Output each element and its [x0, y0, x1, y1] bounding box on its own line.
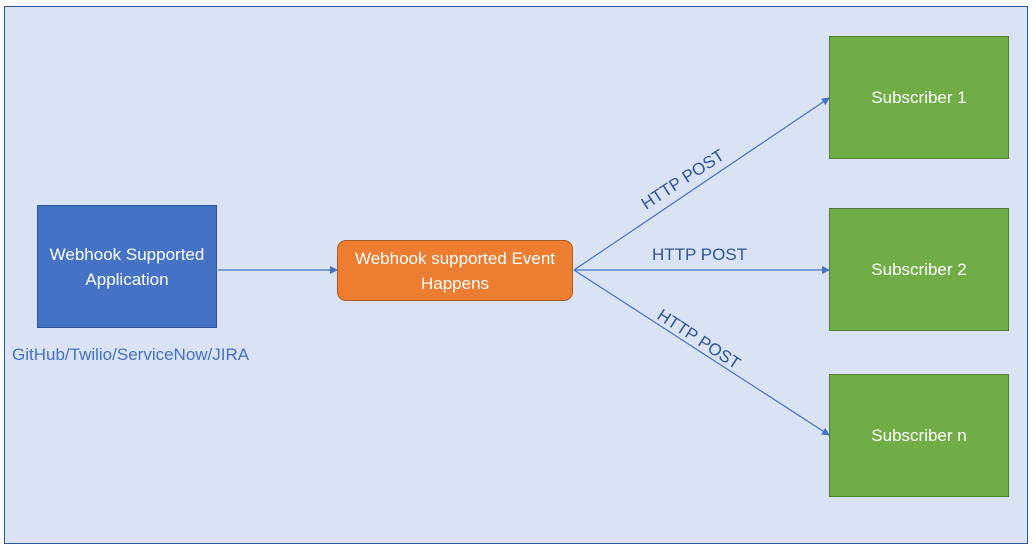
event-label: Webhook supported Event Happens — [354, 248, 556, 293]
application-sources-label: GitHub/Twilio/ServiceNow/JIRA — [12, 345, 250, 364]
webhook-application-label: Webhook Supported Application — [49, 244, 205, 289]
event-box: Webhook supported Event Happens — [337, 240, 573, 301]
subscriber-1-box: Subscriber 1 — [829, 36, 1009, 159]
webhook-application-box: Webhook Supported Application — [37, 205, 217, 328]
subscriber-1-label: Subscriber 1 — [871, 88, 967, 107]
subscriber-2-box: Subscriber 2 — [829, 208, 1009, 331]
subscriber-2-label: Subscriber 2 — [871, 260, 967, 279]
subscriber-n-label: Subscriber n — [871, 426, 967, 445]
subscriber-n-box: Subscriber n — [829, 374, 1009, 497]
